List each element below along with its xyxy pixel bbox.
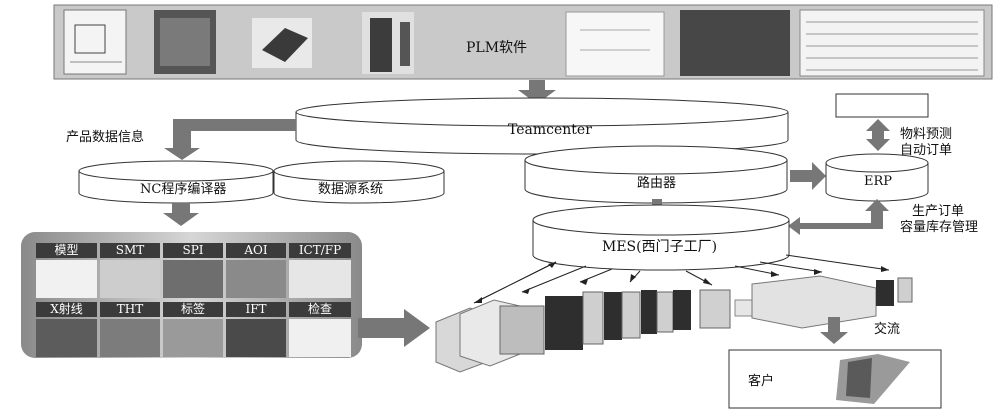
customer-box <box>728 349 942 409</box>
router-label: 路由器 <box>637 176 677 191</box>
erp-label: ERP <box>864 174 893 189</box>
output-thumbnail <box>36 260 97 298</box>
output-cell: SMT <box>100 243 160 298</box>
output-thumbnail <box>100 260 160 298</box>
output-thumbnail <box>226 260 286 298</box>
output-thumbnail <box>226 319 286 357</box>
arrow-tray-machines <box>358 309 430 347</box>
data-source-label: 数据源系统 <box>318 182 384 197</box>
forecast-box <box>835 93 929 118</box>
arrow-router-erp <box>790 162 826 190</box>
output-thumbnail <box>163 319 223 357</box>
output-cell: IFT <box>226 302 286 357</box>
teamcenter-cylinder <box>295 97 789 155</box>
output-label: X射线 <box>36 302 97 317</box>
output-cell: SPI <box>163 243 223 298</box>
output-cell: 标签 <box>163 302 223 357</box>
teamcenter-label: Teamcenter <box>508 122 592 138</box>
output-label: SMT <box>100 243 160 258</box>
output-thumbnail <box>36 319 97 357</box>
product-data-label: 产品数据信息 <box>66 130 145 145</box>
output-label: SPI <box>163 243 223 258</box>
arrow-forecast-erp <box>866 119 890 151</box>
arrow-nc-tray <box>163 203 199 226</box>
router-cylinder <box>524 145 788 204</box>
plm-thumbnails <box>63 9 985 77</box>
arrow-teamcenter-nc <box>164 119 296 160</box>
output-thumbnail <box>289 260 351 298</box>
nc-compiler-label: NC程序编译器 <box>140 182 227 197</box>
output-label: AOI <box>226 243 286 258</box>
production-line1: 生产订单 <box>912 204 965 219</box>
output-label: ICT/FP <box>289 243 351 258</box>
arrow-plm-teamcenter <box>518 80 556 104</box>
output-label: IFT <box>226 302 286 317</box>
erp-cylinder <box>825 153 929 202</box>
output-cell: X射线 <box>36 302 97 357</box>
output-cell: AOI <box>226 243 286 298</box>
arrow-to-customer <box>820 317 848 344</box>
forecast-line2: 自动订单 <box>900 143 953 158</box>
arrow-erp-mes <box>788 199 889 235</box>
nc-cylinder <box>78 160 274 204</box>
production-line2: 容量库存管理 <box>900 220 979 235</box>
output-label: THT <box>100 302 160 317</box>
output-cell: 模型 <box>36 243 97 298</box>
output-thumbnail <box>100 319 160 357</box>
output-thumbnail <box>289 319 351 357</box>
output-cell: 检查 <box>289 302 351 357</box>
output-label: 检查 <box>289 302 351 317</box>
mes-cylinder <box>532 204 790 271</box>
plm-label: PLM软件 <box>466 40 528 56</box>
customer-label: 客户 <box>748 374 775 389</box>
output-label: 标签 <box>163 302 223 317</box>
forecast-line1: 物料预测 <box>900 127 953 142</box>
customer-product-image <box>836 354 910 404</box>
output-cell: ICT/FP <box>289 243 351 298</box>
mes-label: MES(西门子工厂) <box>602 239 718 255</box>
production-line <box>435 275 913 373</box>
exchange-label: 交流 <box>874 322 901 337</box>
data-source-cylinder <box>273 160 445 204</box>
output-thumbnail <box>163 260 223 298</box>
output-cell: THT <box>100 302 160 357</box>
output-label: 模型 <box>36 243 97 258</box>
